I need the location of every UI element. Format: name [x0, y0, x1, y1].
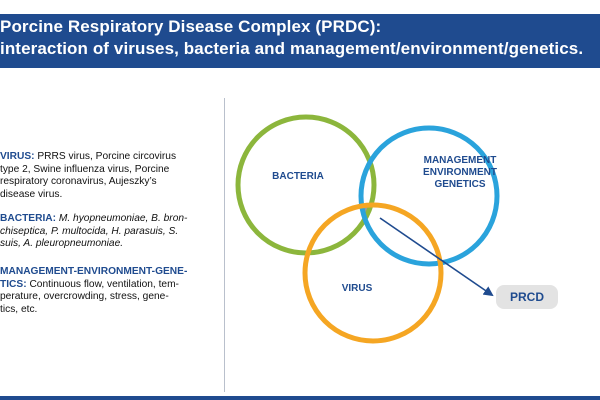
virus-label: VIRUS: [342, 283, 373, 294]
mgmt-description-line-4: tics, etc.: [0, 303, 38, 315]
arrow-to-result: [379, 217, 494, 297]
virus-description-line-1: PRRS virus, Porcine circovirus: [37, 151, 177, 162]
mgmt-description: MANAGEMENT-ENVIRONMENT-GENE- TICS: Conti…: [0, 266, 215, 316]
bacteria-description: BACTERIA: M. hyopneumoniae, B. bron- chi…: [0, 213, 215, 251]
bacteria-description-line-2: chiseptica, P. multocida, H. parasuis, S…: [0, 225, 179, 237]
mgmt-label-line-2: ENVIRONMENT: [423, 167, 497, 178]
bacteria-description-label: BACTERIA:: [0, 213, 57, 224]
mgmt-description-line-3: perature, overcrowding, stress, gene-: [0, 291, 169, 303]
result-box: [496, 285, 558, 309]
left-panel: [0, 68, 224, 396]
virus-description: VIRUS: PRRS virus, Porcine circovirus ty…: [0, 151, 215, 201]
result-label: PRCD: [510, 290, 544, 304]
virus-description-line-4: disease virus.: [0, 188, 63, 200]
title-line-1: Porcine Respiratory Disease Complex (PRD…: [0, 17, 382, 36]
header-banner: Porcine Respiratory Disease Complex (PRD…: [0, 14, 600, 68]
mgmt-description-label-2: TICS:: [0, 278, 27, 290]
bacteria-description-line-3: suis, A. pleuropneumoniae.: [0, 238, 124, 250]
title-line-2: interaction of viruses, bacteria and man…: [0, 39, 584, 58]
bottom-rule: [0, 396, 600, 400]
virus-circle: [302, 202, 444, 344]
divider: [224, 98, 225, 392]
virus-description-label: VIRUS:: [0, 151, 35, 162]
bacteria-label: BACTERIA: [272, 171, 324, 182]
mgmt-circle: [358, 125, 500, 267]
mgmt-label-line-3: GENETICS: [434, 179, 485, 190]
virus-description-line-2: type 2, Swine influenza virus, Porcine: [0, 163, 170, 175]
mgmt-label-line-1: MANAGEMENT: [424, 155, 497, 166]
virus-description-line-3: respiratory coronavirus, Aujeszky’s: [0, 176, 157, 188]
bacteria-description-line-1: M. hyopneumoniae, B. bron-: [58, 213, 188, 224]
bacteria-circle: [235, 114, 377, 256]
mgmt-description-label: MANAGEMENT-ENVIRONMENT-GENE-: [0, 266, 188, 277]
mgmt-description-line-2: Continuous flow, ventilation, tem-: [29, 278, 179, 290]
